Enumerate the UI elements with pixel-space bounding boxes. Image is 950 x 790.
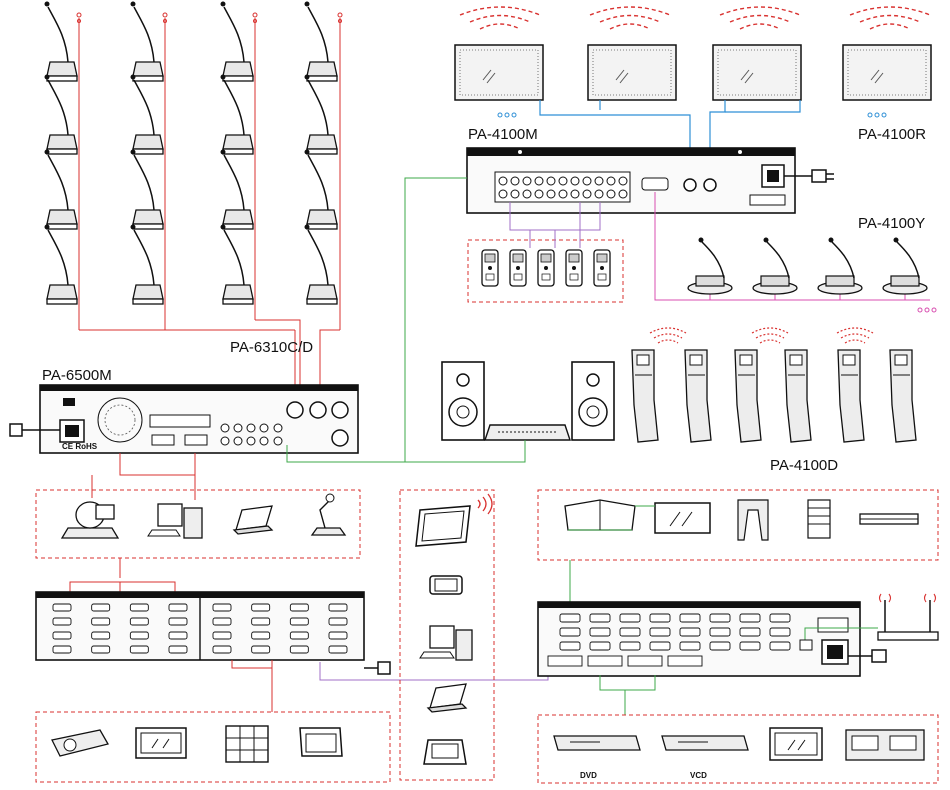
wireless-mic-row [654, 192, 937, 313]
video-sources-group [35, 453, 361, 559]
label-pa-4100r: PA-4100R [858, 126, 926, 143]
delegate-mic [219, 148, 254, 230]
delegate-mic [43, 148, 78, 230]
label-vcd: VCD [690, 771, 707, 780]
av-players-group [537, 714, 939, 784]
delegate-mic [43, 0, 78, 82]
delegate-mic [129, 223, 164, 305]
delegate-mic-array [43, 0, 343, 395]
delegate-mic [303, 148, 338, 230]
environment-devices-group [537, 489, 939, 561]
mobile-devices-group [399, 489, 495, 781]
delegate-mic [219, 73, 254, 155]
label-pa-6500m: PA-6500M [42, 367, 112, 384]
label-pa-6310cd: PA-6310C/D [230, 339, 313, 356]
wall-speakers [454, 6, 932, 175]
delegate-mic [219, 223, 254, 305]
delegate-mic [129, 73, 164, 155]
delegate-mic [303, 73, 338, 155]
loudspeaker-system [405, 361, 615, 463]
ce-rohs-mark: CE RoHS [62, 442, 98, 451]
displays-group [35, 711, 391, 783]
pa-4100m-host [466, 147, 834, 214]
pa-6500m-host: CE RoHS [9, 384, 359, 454]
delegate-mic [303, 223, 338, 305]
delegate-mic [129, 148, 164, 230]
delegate-mic [43, 223, 78, 305]
delegate-mic [219, 0, 254, 82]
matrix-switcher [35, 558, 549, 712]
delegate-mic [43, 73, 78, 155]
label-pa-4100m: PA-4100M [468, 126, 538, 143]
pa-4100d-units [631, 327, 917, 443]
label-dvd: DVD [580, 771, 597, 780]
label-pa-4100d: PA-4100D [770, 457, 838, 474]
label-pa-4100y: PA-4100Y [858, 215, 925, 232]
central-controller [537, 560, 939, 715]
delegate-mic [129, 0, 164, 82]
delegate-mic [303, 0, 338, 82]
remote-controls-group [467, 202, 624, 303]
